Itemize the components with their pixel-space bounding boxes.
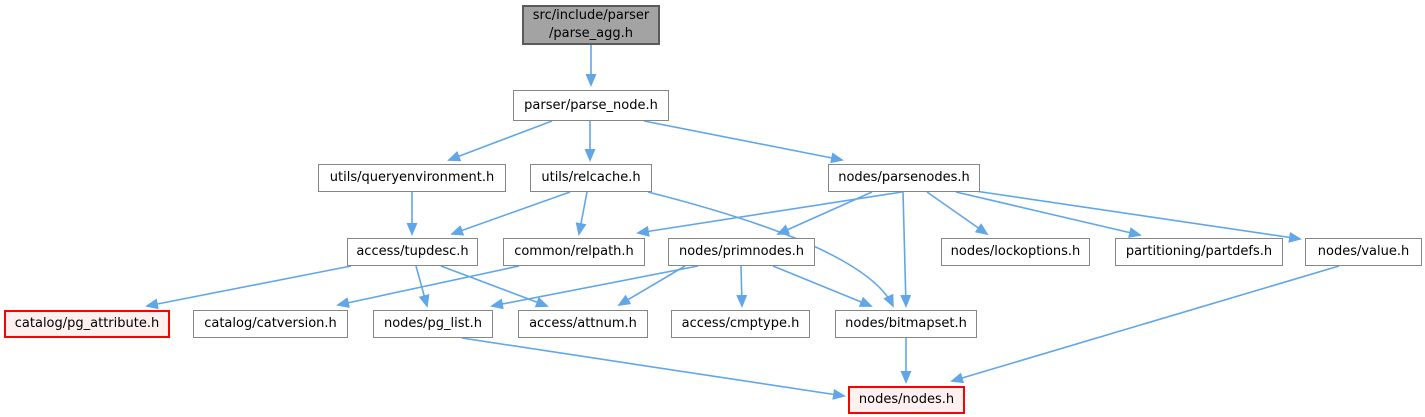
graph-node-parse-agg[interactable]: src/include/parser /parse_agg.h <box>522 5 660 45</box>
edge-primnodes-to-pg-list <box>490 265 699 310</box>
edge-parse-node-to-parsenodes <box>643 120 844 164</box>
graph-node-pg-list[interactable]: nodes/pg_list.h <box>373 310 493 338</box>
edge-relcache-to-tupdesc <box>450 191 571 236</box>
graph-node-relpath[interactable]: common/relpath.h <box>503 238 645 266</box>
edge-parsenodes-to-value <box>974 190 1302 243</box>
edge-primnodes-to-cmptype <box>736 265 748 308</box>
graph-node-parse-node[interactable]: parser/parse_node.h <box>513 90 669 121</box>
graph-node-relcache[interactable]: utils/relcache.h <box>530 164 652 192</box>
edge-primnodes-to-attnum <box>617 265 686 307</box>
edge-parse-node-to-queryenvironment <box>447 120 553 162</box>
graph-node-partdefs[interactable]: partitioning/partdefs.h <box>1115 238 1283 266</box>
edge-parsenodes-to-primnodes <box>776 191 873 235</box>
graph-node-bitmapset[interactable]: nodes/bitmapset.h <box>835 310 977 338</box>
graph-node-value[interactable]: nodes/value.h <box>1305 238 1422 266</box>
edge-parsenodes-to-relpath <box>636 191 903 237</box>
graph-node-pg-attribute[interactable]: catalog/pg_attribute.h <box>4 310 170 338</box>
graph-node-lockoptions[interactable]: nodes/lockoptions.h <box>941 238 1090 266</box>
edge-parsenodes-to-bitmapset <box>900 191 912 308</box>
graph-node-nodes[interactable]: nodes/nodes.h <box>848 386 965 414</box>
graph-node-primnodes[interactable]: nodes/primnodes.h <box>668 238 815 266</box>
edge-parsenodes-to-partdefs <box>955 191 1142 238</box>
edge-tupdesc-to-pg-list <box>415 265 430 308</box>
edge-relcache-to-relpath <box>575 191 588 236</box>
graph-node-queryenvironment[interactable]: utils/queryenvironment.h <box>318 164 506 192</box>
edge-value-to-nodes <box>950 265 1340 384</box>
edge-primnodes-to-bitmapset <box>772 265 873 307</box>
edge-tupdesc-to-attnum <box>440 265 549 308</box>
edge-tupdesc-to-pg-attribute <box>145 265 352 310</box>
graph-node-catversion[interactable]: catalog/catversion.h <box>193 310 348 338</box>
edge-relpath-to-catversion <box>336 265 520 309</box>
graph-node-tupdesc[interactable]: access/tupdesc.h <box>347 238 478 266</box>
graph-node-parsenodes[interactable]: nodes/parsenodes.h <box>828 164 980 192</box>
edge-parsenodes-to-lockoptions <box>926 191 989 236</box>
graph-node-attnum[interactable]: access/attnum.h <box>518 310 648 338</box>
edge-pg-list-to-nodes <box>461 337 846 400</box>
graph-node-cmptype[interactable]: access/cmptype.h <box>671 310 810 338</box>
